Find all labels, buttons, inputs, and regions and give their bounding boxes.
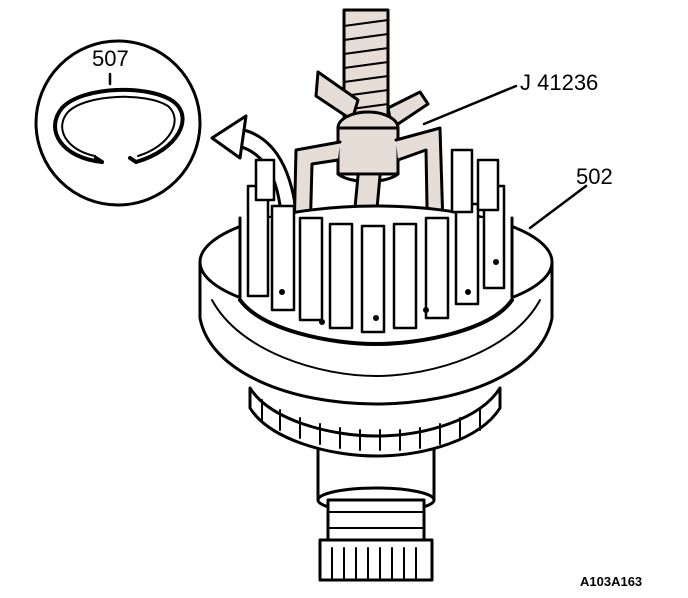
- label-tool-j41236: J 41236: [520, 70, 599, 95]
- label-502: 502: [576, 164, 613, 189]
- figure-id: A103A163: [580, 574, 643, 589]
- leader-j41236: [422, 84, 518, 126]
- magnifier-inset: [34, 39, 202, 207]
- snap-ring-507: [53, 87, 185, 164]
- leader-502: [528, 184, 588, 230]
- label-507: 507: [92, 46, 129, 71]
- housing-502: [198, 148, 554, 582]
